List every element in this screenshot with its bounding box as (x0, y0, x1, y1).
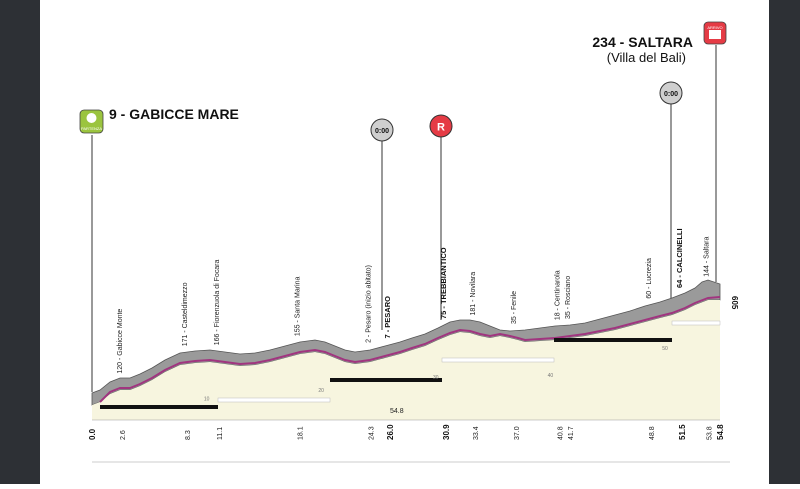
km-label: 51.5 (678, 424, 687, 440)
start-label: 9 - GABICCE MARE (109, 106, 239, 122)
waypoint-label: 60 - Lucrezia (646, 258, 653, 299)
waypoint-label: 2 - Pesaro (inizio abitato) (365, 265, 372, 343)
waypoint-label: 35 - Rosciano (565, 276, 572, 319)
waypoint-label: 144 - Saltara (704, 237, 711, 277)
svg-text:R: R (437, 122, 445, 134)
km-label: 11.1 (217, 427, 224, 440)
km-label: 2.6 (120, 430, 127, 440)
km-label: 41.7 (568, 426, 575, 440)
elevation-profile-diagram: 54.8 PARTENZA 9 - GABICCE MARE ARRIVO 23… (79, 21, 739, 463)
total-distance-label: 54.8 (390, 408, 404, 415)
finish-badge: ARRIVO (703, 21, 727, 45)
profile-canvas: 54.8 PARTENZA 9 - GABICCE MARE ARRIVO 23… (40, 0, 769, 484)
waypoint-label: 75 - TREBBIANTICO (439, 247, 448, 319)
start-badge-text: PARTENZA (81, 126, 102, 131)
feed-zone-icon: R (429, 114, 453, 138)
finish-sublabel: (Villa del Bali) (607, 50, 686, 65)
waypoint-label: 18 - Centinarola (555, 270, 562, 320)
svg-text:0:00: 0:00 (664, 91, 678, 98)
km-label: 48.8 (649, 426, 656, 440)
waypoint-label: 35 - Fenile (511, 291, 518, 324)
profile-elevation-line (99, 296, 721, 403)
distance-bar (100, 320, 721, 409)
scale-mark: 50 (662, 346, 668, 352)
waypoint-label: 7 - PESARO (383, 296, 392, 339)
km-labels: 0.0 2.6 8.3 11.1 18.1 24.3 26.0 30.9 33.4 37.0 40.… (88, 424, 725, 440)
left-border (0, 0, 40, 484)
profile-area-fill (92, 300, 720, 420)
scale-mark: 10 (204, 396, 210, 402)
waypoint-label: 155 - Santa Marina (294, 277, 301, 337)
scale-mark: 20 (318, 388, 324, 394)
km-label: 30.9 (442, 424, 451, 440)
km-label: 18.1 (297, 426, 304, 440)
km-label: 54.8 (716, 424, 725, 440)
finish-badge-text: ARRIVO (707, 25, 722, 30)
waypoint-label: 171 - Casteldimezzo (182, 282, 189, 346)
km-label: 40.8 (558, 426, 565, 440)
km-label: 8.3 (185, 430, 192, 440)
km-label: 26.0 (386, 424, 395, 440)
waypoint-label: 64 - CALCINELLI (675, 228, 684, 288)
scale-mark: 30 (433, 375, 439, 381)
right-border (769, 0, 800, 484)
km-label: 0.0 (88, 428, 97, 440)
finish-elevation: 605 (730, 296, 739, 310)
km-label: 33.4 (473, 426, 480, 440)
km-label: 24.3 (368, 426, 375, 440)
scale-mark: 40 (548, 373, 554, 379)
km-label: 53.8 (707, 426, 714, 440)
km-label: 37.0 (514, 426, 521, 440)
finish-label: 234 - SALTARA (592, 34, 693, 50)
pesaro-timecheck-icon: 0:00 (370, 118, 394, 142)
waypoint-label: 166 - Fiorenzuola di Focara (214, 260, 221, 346)
start-badge: PARTENZA (79, 109, 104, 134)
waypoint-label: 181 - Novilara (470, 272, 477, 316)
waypoint-labels: 120 - Gabicce Monte 171 - Casteldimezzo 16… (117, 228, 711, 373)
scale-marks: 10 20 30 40 50 (204, 346, 668, 402)
svg-text:0:00: 0:00 (375, 128, 389, 135)
calcinelli-timecheck-icon: 0:00 (659, 81, 683, 105)
waypoint-label: 120 - Gabicce Monte (117, 309, 124, 374)
